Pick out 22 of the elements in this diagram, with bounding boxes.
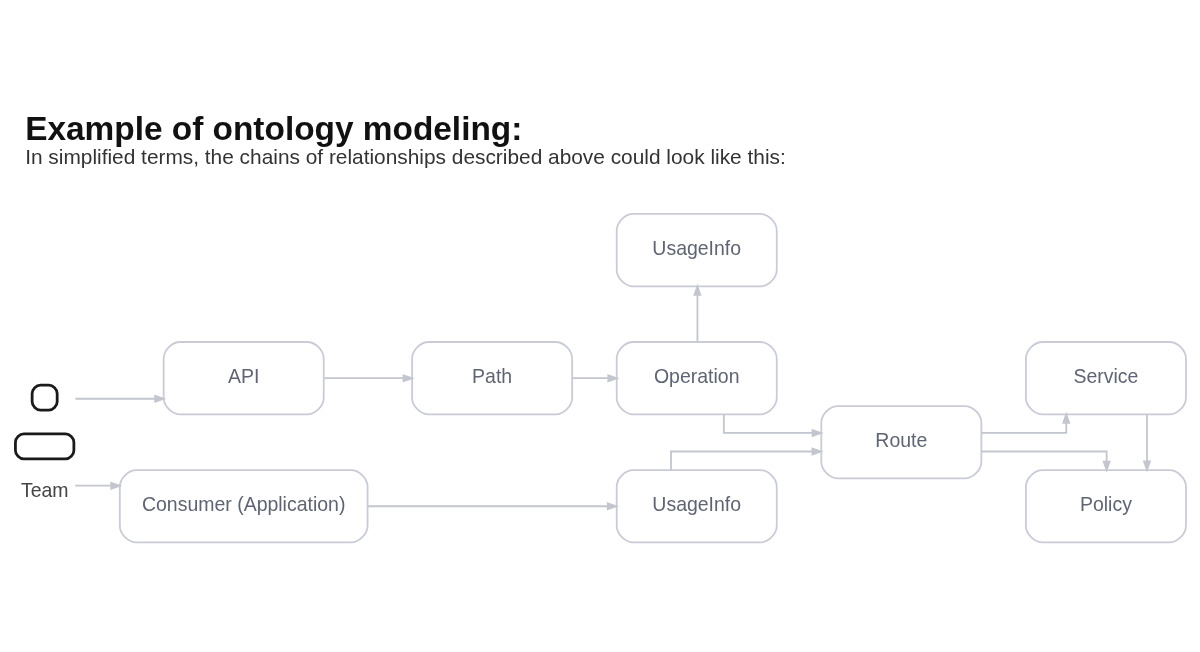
node-box: API (162, 341, 325, 416)
arrow (722, 413, 824, 438)
arrow (670, 447, 824, 471)
node-box: Route (820, 405, 983, 480)
diagram-title: Example of ontology modeling: (25, 110, 523, 148)
node-box: Service (1025, 341, 1187, 416)
arrow (323, 374, 415, 383)
node-box: UsageInfo (615, 469, 778, 544)
arrow (1142, 413, 1152, 473)
arrow (74, 481, 123, 490)
arrow (74, 394, 167, 403)
node-box: UsageInfo (615, 213, 778, 288)
arrow (980, 450, 1111, 473)
arrow (571, 374, 620, 383)
node-box: Policy (1025, 469, 1187, 544)
node-box: Path (411, 341, 574, 416)
node-label: Team (20, 478, 69, 501)
arrow (693, 283, 702, 343)
arrow (980, 411, 1071, 434)
node-box: Operation (615, 341, 778, 416)
node-box: Consumer (Application) (118, 469, 369, 544)
arrow (367, 502, 619, 511)
